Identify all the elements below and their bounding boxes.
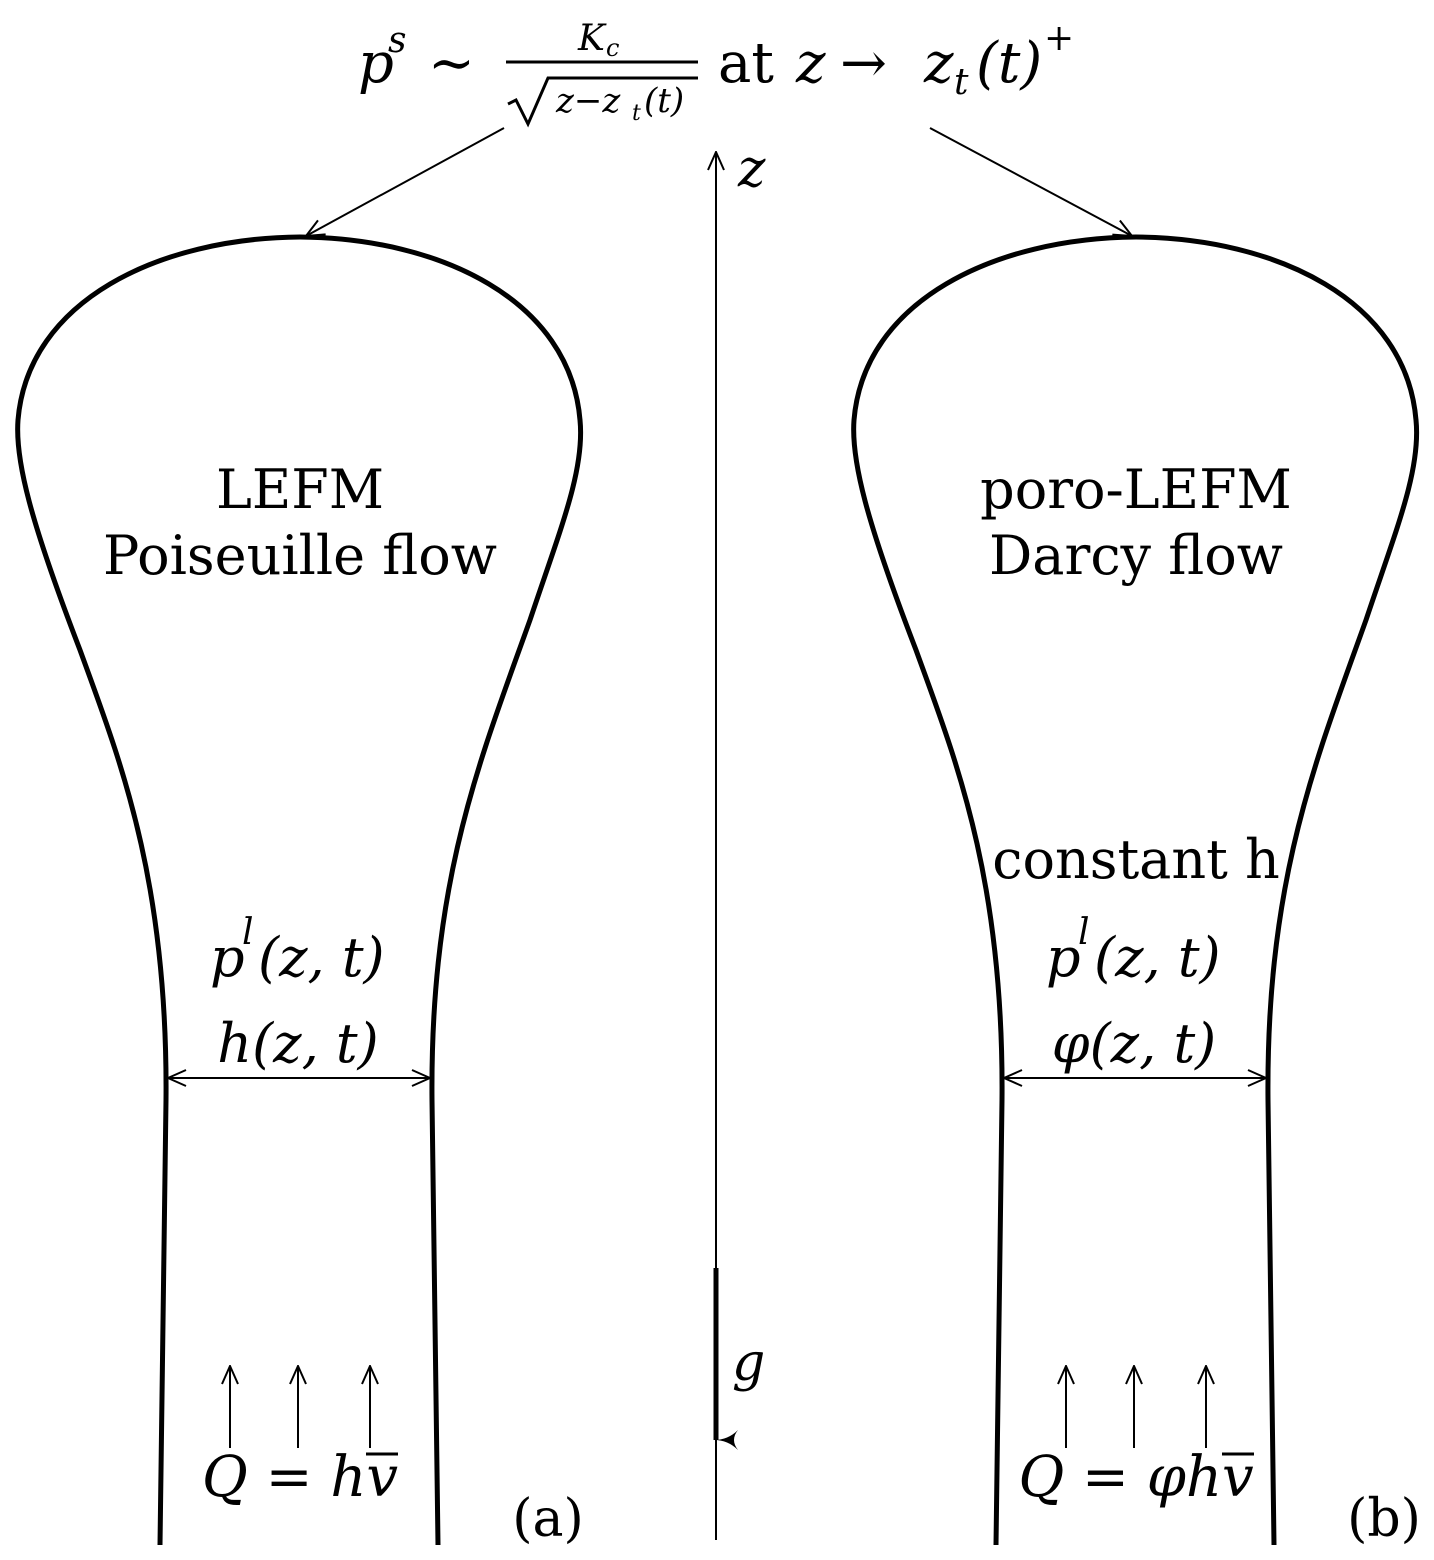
formula-zt-sub: t: [954, 62, 969, 103]
crack-outline-b: [851, 234, 1420, 1546]
panel-a-pressure-base: p: [210, 926, 245, 989]
panel-b-width-label: φ(z, t): [1052, 1012, 1216, 1075]
formula-sim: ∼: [428, 31, 475, 96]
sqrt-sign: [507, 76, 698, 128]
panel-a-title-line1: LEFM: [216, 458, 384, 521]
panel-a-pressure-args: (z, t): [258, 926, 385, 989]
tip-pointer-arrow-right: [929, 127, 1132, 236]
formula-Kc-base: K: [577, 18, 607, 59]
formula-denominator-sub: t: [632, 101, 641, 126]
panel-a-width-label: h(z, t): [217, 1012, 378, 1075]
panel-a: LEFM Poiseuille flow p l (z, t) h(z, t) …: [15, 234, 584, 1549]
formula-at: at: [718, 31, 774, 96]
tip-pressure-formula: p s ∼ K c z−z t (t) at z → z t (t) +: [358, 18, 1074, 128]
panel-a-pressure-sup: l: [242, 912, 254, 953]
formula-zt-tail: (t): [976, 31, 1042, 96]
panel-a-title-line2: Poiseuille flow: [103, 524, 497, 587]
formula-zt-sup: +: [1044, 18, 1074, 59]
z-axis-label: z: [737, 139, 766, 199]
panel-b-pressure-base: p: [1046, 926, 1081, 989]
formula-denominator: z−z: [555, 81, 621, 121]
panel-b-tag: (b): [1347, 1489, 1421, 1549]
panel-b-title-line2: Darcy flow: [989, 524, 1283, 587]
panel-b-pressure-sup: l: [1078, 912, 1090, 953]
formula-p: p: [358, 31, 394, 96]
crack-outline-a: [15, 234, 584, 1546]
panel-b: poro-LEFM Darcy flow constant h p l (z, …: [851, 234, 1421, 1549]
formula-zt-base: z: [923, 31, 954, 96]
formula-z: z: [795, 31, 826, 96]
gravity-label: g: [732, 1333, 765, 1393]
tip-pointer-arrow-left: [306, 127, 505, 236]
panel-b-pressure-args: (z, t): [1094, 926, 1221, 989]
formula-denominator-tail: (t): [644, 81, 684, 121]
panel-b-title-line1: poro-LEFM: [980, 458, 1292, 521]
panel-b-flux-label: Q = φhv: [1018, 1445, 1254, 1510]
panel-a-flux-label: Q = hv: [202, 1445, 399, 1510]
formula-p-superscript: s: [388, 20, 406, 61]
panel-a-tag: (a): [512, 1489, 584, 1549]
formula-Kc-sub: c: [606, 34, 619, 62]
panel-b-note: constant h: [992, 828, 1280, 891]
formula-arrow: →: [840, 31, 887, 96]
